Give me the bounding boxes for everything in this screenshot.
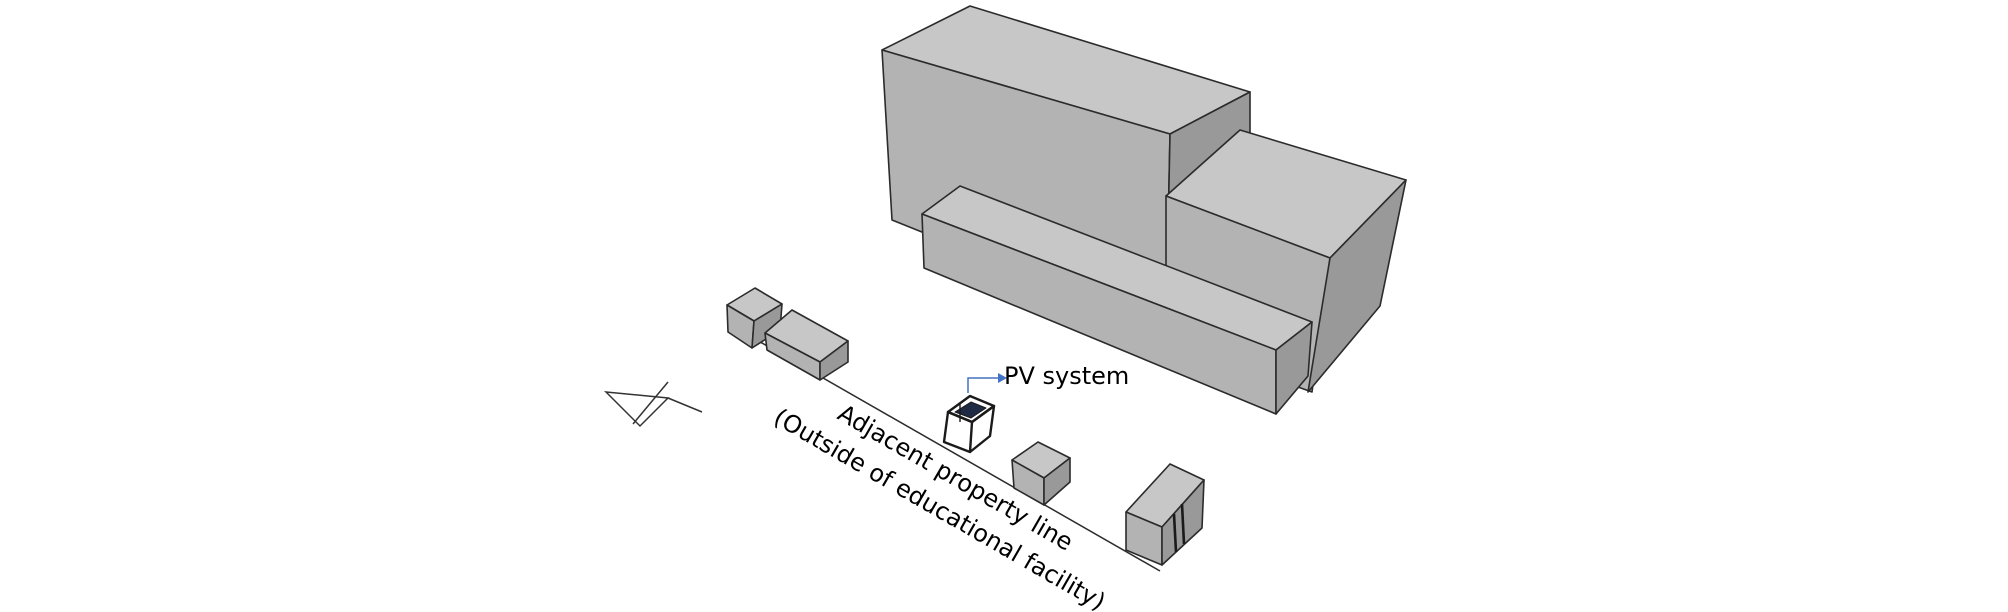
pv-system-label: PV system: [1004, 362, 1129, 390]
pv-system-model: [942, 394, 996, 454]
door-frame: [1180, 503, 1186, 545]
small-building-right: [1125, 463, 1205, 566]
door-frame: [1172, 513, 1178, 553]
pv-panel: [954, 401, 987, 419]
low-front-building: [921, 185, 1313, 415]
property-line-sublabel: (Outside of educational facility): [769, 403, 1110, 612]
small-building-left-1: [726, 287, 783, 349]
small-building-middle: [1011, 441, 1071, 506]
small-building-left-2: [764, 309, 849, 381]
north-arrow-icon: [603, 381, 703, 428]
arrow-right-icon: [967, 373, 1007, 393]
